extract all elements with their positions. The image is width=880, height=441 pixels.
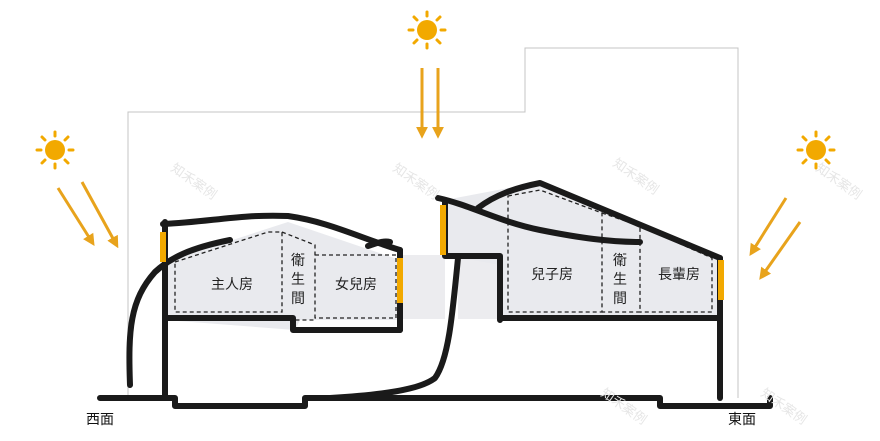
right-roof-back xyxy=(475,180,723,261)
ray-left-2-arrow-icon xyxy=(80,181,119,249)
elders-room-outline xyxy=(639,225,713,313)
watermark-4: 知禾案例 xyxy=(813,160,865,203)
east-label: 東面 xyxy=(728,412,756,428)
bathroom-left-char-2: 生 xyxy=(291,272,305,288)
left-room-outlines xyxy=(174,231,397,321)
window-daughter xyxy=(397,258,403,303)
center-ramp xyxy=(327,255,461,401)
watermark-3: 知禾案例 xyxy=(610,155,662,198)
ray-right-1-arrow-icon xyxy=(749,197,788,257)
west-label: 西面 xyxy=(86,412,114,428)
sun-rays xyxy=(56,68,802,280)
elders-room-label: 長輩房 xyxy=(658,267,700,283)
sun-left-icon xyxy=(35,130,75,170)
ray-right-2-arrow-icon xyxy=(759,221,802,280)
watermark-5: 知禾案例 xyxy=(598,385,650,428)
right-room-outlines xyxy=(507,189,713,313)
windows xyxy=(160,205,724,303)
watermark-2: 知禾案例 xyxy=(390,160,442,203)
bathroom-right-char-1: 衛 xyxy=(613,253,627,269)
bathroom-left-outline xyxy=(281,231,316,321)
right-roof-front xyxy=(435,195,643,245)
site-boundary-outline xyxy=(127,47,739,398)
bathroom-right-char-3: 間 xyxy=(613,291,627,307)
left-roof xyxy=(160,212,403,253)
right-building-interior xyxy=(445,183,718,320)
ray-left-1-arrow-icon xyxy=(56,187,95,247)
daughter-room-outline xyxy=(315,254,397,319)
connector-band-right xyxy=(458,255,503,319)
window-west xyxy=(160,232,166,262)
son-room-outline xyxy=(507,189,603,313)
master-bedroom-label: 主人房 xyxy=(211,277,253,293)
ground-line xyxy=(97,395,773,409)
bathroom-right-char-2: 生 xyxy=(613,272,627,288)
window-right-left xyxy=(440,205,446,255)
left-roof-flick xyxy=(365,238,393,249)
connector-band-left xyxy=(400,255,445,319)
bathroom-left-char-1: 衛 xyxy=(291,253,305,269)
son-room-label: 兒子房 xyxy=(531,267,573,283)
bathroom-left-char-3: 間 xyxy=(291,291,305,307)
sun-right-icon xyxy=(796,130,836,170)
left-curve-wall xyxy=(126,237,233,388)
window-east xyxy=(718,260,724,300)
watermark-1: 知禾案例 xyxy=(168,160,220,203)
sun-top-icon xyxy=(407,10,447,50)
daughter-room-label: 女兒房 xyxy=(335,276,377,293)
left-floor xyxy=(162,315,403,333)
